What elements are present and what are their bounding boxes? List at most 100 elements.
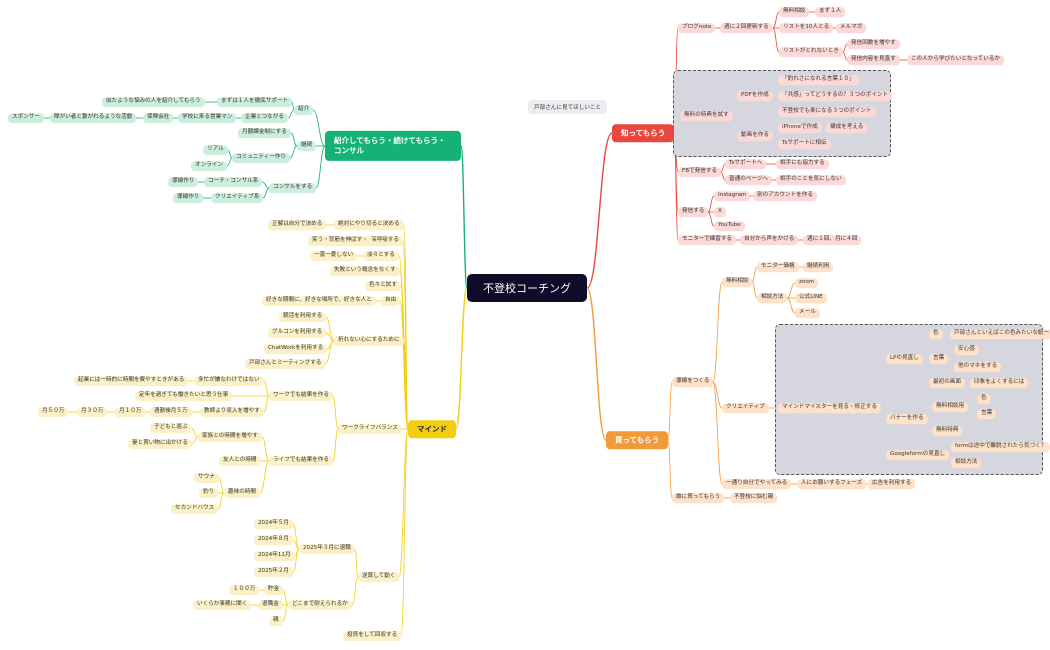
node-b1b1b[interactable]: バナーを作る <box>886 414 928 424</box>
node-m8a3[interactable]: 教師より収入を増やす <box>200 407 264 417</box>
node-b1b1a2a[interactable]: 安心感 <box>954 345 979 355</box>
node-m3[interactable]: 淡々とする <box>363 251 399 261</box>
node-m8b2[interactable]: 友人との時間 <box>219 456 261 466</box>
node-m1[interactable]: 絶対にやり切ると決める <box>334 220 404 230</box>
node-k1a3b[interactable]: 発信内容を見直す <box>847 55 900 65</box>
node-m7b[interactable]: グルコンを利用する <box>268 328 327 338</box>
node-m1a[interactable]: 正解は自分で決める <box>268 220 327 230</box>
node-k2b1[interactable]: iPhoneで作成 <box>778 123 822 133</box>
node-m2[interactable]: 深呼吸する <box>367 236 403 246</box>
node-m8[interactable]: ワークライフバランス <box>338 424 402 434</box>
node-k3[interactable]: FBで発信する <box>678 167 722 177</box>
node-m8a1[interactable]: 多忙が嫌なわけではない <box>194 376 264 386</box>
node-m8a3c[interactable]: 月３０万 <box>77 407 108 417</box>
node-m9b2a[interactable]: いくらか事務に聞く <box>193 600 252 610</box>
node-m9a1[interactable]: 2024年５月 <box>254 519 294 529</box>
node-k2b2[interactable]: Tsサポートに相伝 <box>778 139 831 149</box>
node-b1a1a[interactable]: 継続利用 <box>803 262 834 272</box>
node-k1a1[interactable]: 無料相談 <box>779 7 810 17</box>
node-b2[interactable]: 誰に買ってもらう <box>672 493 725 503</box>
node-m9[interactable]: 逆算して動く <box>358 572 400 582</box>
node-s1b1[interactable]: 学校に来る営業マン <box>178 113 237 123</box>
node-s1b1a1[interactable]: 障がい者と繋がれるような活動 <box>50 113 137 123</box>
node-k2[interactable]: 無料の特典を試す <box>680 111 733 121</box>
node-k2a3[interactable]: 不登校でも楽になる３つのポイント <box>778 107 876 117</box>
node-b1a2b[interactable]: 公式LINE <box>795 293 827 303</box>
node-s3b1[interactable]: 導線作り <box>173 193 204 203</box>
node-s3a[interactable]: コーチ・コンサル系 <box>204 177 263 187</box>
node-k3a1[interactable]: 相手にも協力する <box>776 159 829 169</box>
node-k2b1a[interactable]: 構成を考える <box>826 123 868 133</box>
node-k3a[interactable]: Tsサポートへ <box>725 159 767 169</box>
node-b1b1b1a[interactable]: 色 <box>977 394 991 404</box>
node-s[interactable]: 紹介してもらう・続けてもらう・コンサル <box>325 130 461 162</box>
node-s3a1[interactable]: 導線作り <box>168 177 199 187</box>
node-m8a2[interactable]: 定年を過ぎても働きたいと思う仕事 <box>135 391 233 401</box>
node-s2[interactable]: 継続 <box>297 141 317 151</box>
node-m8b3[interactable]: 趣味の時間 <box>224 488 260 498</box>
node-b1a2[interactable]: 相談方法 <box>757 293 788 303</box>
node-b1b1a3a[interactable]: 印象をよくするには <box>970 378 1029 388</box>
node-k5a1[interactable]: 週に１回、月に４回 <box>803 235 862 245</box>
node-b1a1[interactable]: モニター価格 <box>757 262 799 272</box>
node-s1a1[interactable]: 似たような悩みの人を紹介してもらう <box>102 97 205 107</box>
node-b1b1a1a[interactable]: 戸部さんといえばこの色みたいな統一 <box>950 329 1050 339</box>
node-m8a1a[interactable]: 起業には一時的に時間を費やすときがある <box>74 376 189 386</box>
node-b1c1[interactable]: 人にお願いするフェーズ <box>797 479 867 489</box>
node-k1a3[interactable]: リストがとれないとき <box>779 47 843 57</box>
node-k2a2[interactable]: 「共感」ってどうするの？３つのポイント <box>778 91 893 101</box>
node-k1[interactable]: ブログnote <box>678 23 716 33</box>
node-k5a[interactable]: 自分から声をかける <box>740 235 799 245</box>
node-m8b3a[interactable]: サウナ <box>194 473 219 483</box>
node-m8b1a[interactable]: 子どもと遊ぶ <box>150 423 192 433</box>
node-b1b1b2[interactable]: 無料特典 <box>932 426 963 436</box>
node-k4a1[interactable]: 別のアカウントを作る <box>753 191 817 201</box>
node-m7c[interactable]: ChatWorkを利用する <box>264 344 328 354</box>
node-s1a[interactable]: まずは１人を徹底サポート <box>217 97 293 107</box>
node-b1a2c[interactable]: メール <box>795 308 820 318</box>
node-k3b[interactable]: 普通のページへ <box>725 175 773 185</box>
node-k1a2a[interactable]: メルマガ <box>836 23 867 33</box>
node-m9a4[interactable]: 2025年２月 <box>254 567 294 577</box>
node-k1a3a[interactable]: 発信回数を増やす <box>847 39 900 49</box>
node-k1a3b1[interactable]: この人から学びたいとなっているか <box>907 55 1005 65</box>
node-m4[interactable]: 失敗という概念をなくす <box>330 266 400 276</box>
node-b[interactable]: 買ってもらう <box>606 431 669 449</box>
node-k1a1a[interactable]: まず１人 <box>815 7 846 17</box>
node-k2b[interactable]: 動画を作る <box>737 131 773 141</box>
node-s2b2[interactable]: オンライン <box>191 161 227 171</box>
node-m8a3b[interactable]: 月１０万 <box>115 407 146 417</box>
node-s2a[interactable]: 月額課金制にする <box>238 128 291 138</box>
node-m9a[interactable]: 2025年３月に退職 <box>299 544 355 554</box>
node-b1b1b1b[interactable]: 言葉 <box>977 409 997 419</box>
node-m8a3a[interactable]: 週勤後月５万 <box>150 407 192 417</box>
node-m8b1b[interactable]: 妻と買い物に出かける <box>128 439 192 449</box>
node-m8b3b[interactable]: 釣り <box>199 488 219 498</box>
node-s1[interactable]: 紹介 <box>294 105 314 115</box>
node-b1[interactable]: 導線をつくる <box>672 377 714 387</box>
node-m[interactable]: マインド <box>408 420 456 438</box>
node-k4a[interactable]: Instagram <box>714 191 751 201</box>
node-b1b[interactable]: クリエイティブ <box>722 403 769 413</box>
node-m9b2[interactable]: 退職金 <box>258 600 283 610</box>
node-b1b1a3[interactable]: 最初の画面 <box>929 378 965 388</box>
node-b1b1[interactable]: マインドマイスターを見る・修正する <box>778 403 881 413</box>
node-s1b[interactable]: 企業とつながる <box>241 113 288 123</box>
node-b1b1a[interactable]: LPの見直し <box>886 354 923 364</box>
node-m8b1[interactable]: 家族との時間を増やす <box>198 432 262 442</box>
node-s1b1a[interactable]: 保険会社 <box>143 113 174 123</box>
node-m10[interactable]: 投資をして回収する <box>343 631 402 641</box>
node-m9a2[interactable]: 2024年８月 <box>254 535 294 545</box>
node-k2a[interactable]: PDFを作成 <box>737 91 773 101</box>
node-m7d[interactable]: 戸部さんとミーティングする <box>245 359 326 369</box>
node-k4c[interactable]: YouTube <box>714 221 745 231</box>
node-k3b1[interactable]: 相手のことを気にしない <box>776 175 846 185</box>
node-m9b[interactable]: どこまで耐えられるか <box>288 600 352 610</box>
node-m8b3c[interactable]: セカンドハウス <box>171 504 219 514</box>
node-s2b1[interactable]: リアル <box>203 145 228 155</box>
node-b1b1c2[interactable]: 相談方法 <box>951 458 982 468</box>
node-b1b1c1[interactable]: formは途中で離脱されたら気づく？ <box>951 442 1050 452</box>
node-s1b1a1a[interactable]: スポンサー <box>8 113 44 123</box>
node-b1b1b1[interactable]: 無料相談用 <box>932 402 968 412</box>
node-m7a[interactable]: 朝活を利用する <box>279 312 327 322</box>
